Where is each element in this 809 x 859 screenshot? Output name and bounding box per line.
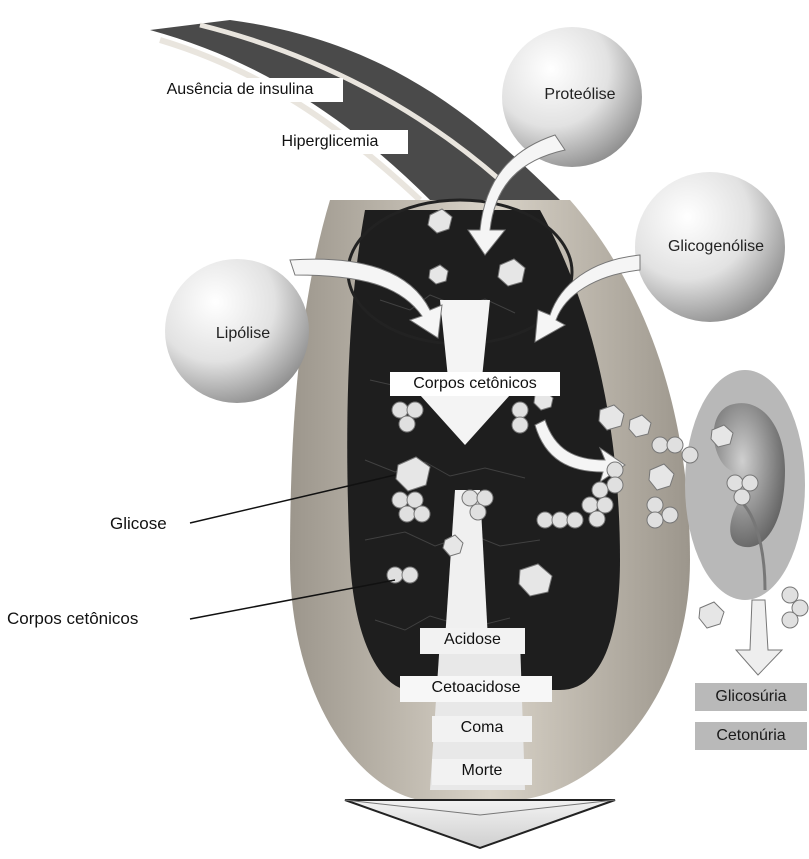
label-ausencia-insulina: Ausência de insulina xyxy=(137,78,343,102)
label-cetoacidose: Cetoacidose xyxy=(400,676,552,702)
label-glicosuria: Glicosúria xyxy=(695,683,807,711)
vessel-upper-wall xyxy=(150,20,560,200)
label-acidose: Acidose xyxy=(420,628,525,654)
label-hiperglicemia: Hiperglicemia xyxy=(252,130,408,154)
label-coma: Coma xyxy=(432,716,532,742)
label-glicogenolise: Glicogenólise xyxy=(668,238,764,256)
center-flow-arrow xyxy=(440,300,490,378)
bottom-arrowhead xyxy=(345,800,615,848)
label-cetonuria: Cetonúria xyxy=(695,722,807,750)
label-proteolise: Proteólise xyxy=(544,86,615,104)
label-corpos-cetonicos-left: Corpos cetônicos xyxy=(7,610,138,627)
label-lipolise: Lipólise xyxy=(216,325,270,343)
label-glicose: Glicose xyxy=(110,515,167,532)
arrow-to-urine xyxy=(736,600,782,675)
label-corpos-cetonicos-center: Corpos cetônicos xyxy=(390,372,560,396)
label-morte: Morte xyxy=(432,759,532,785)
